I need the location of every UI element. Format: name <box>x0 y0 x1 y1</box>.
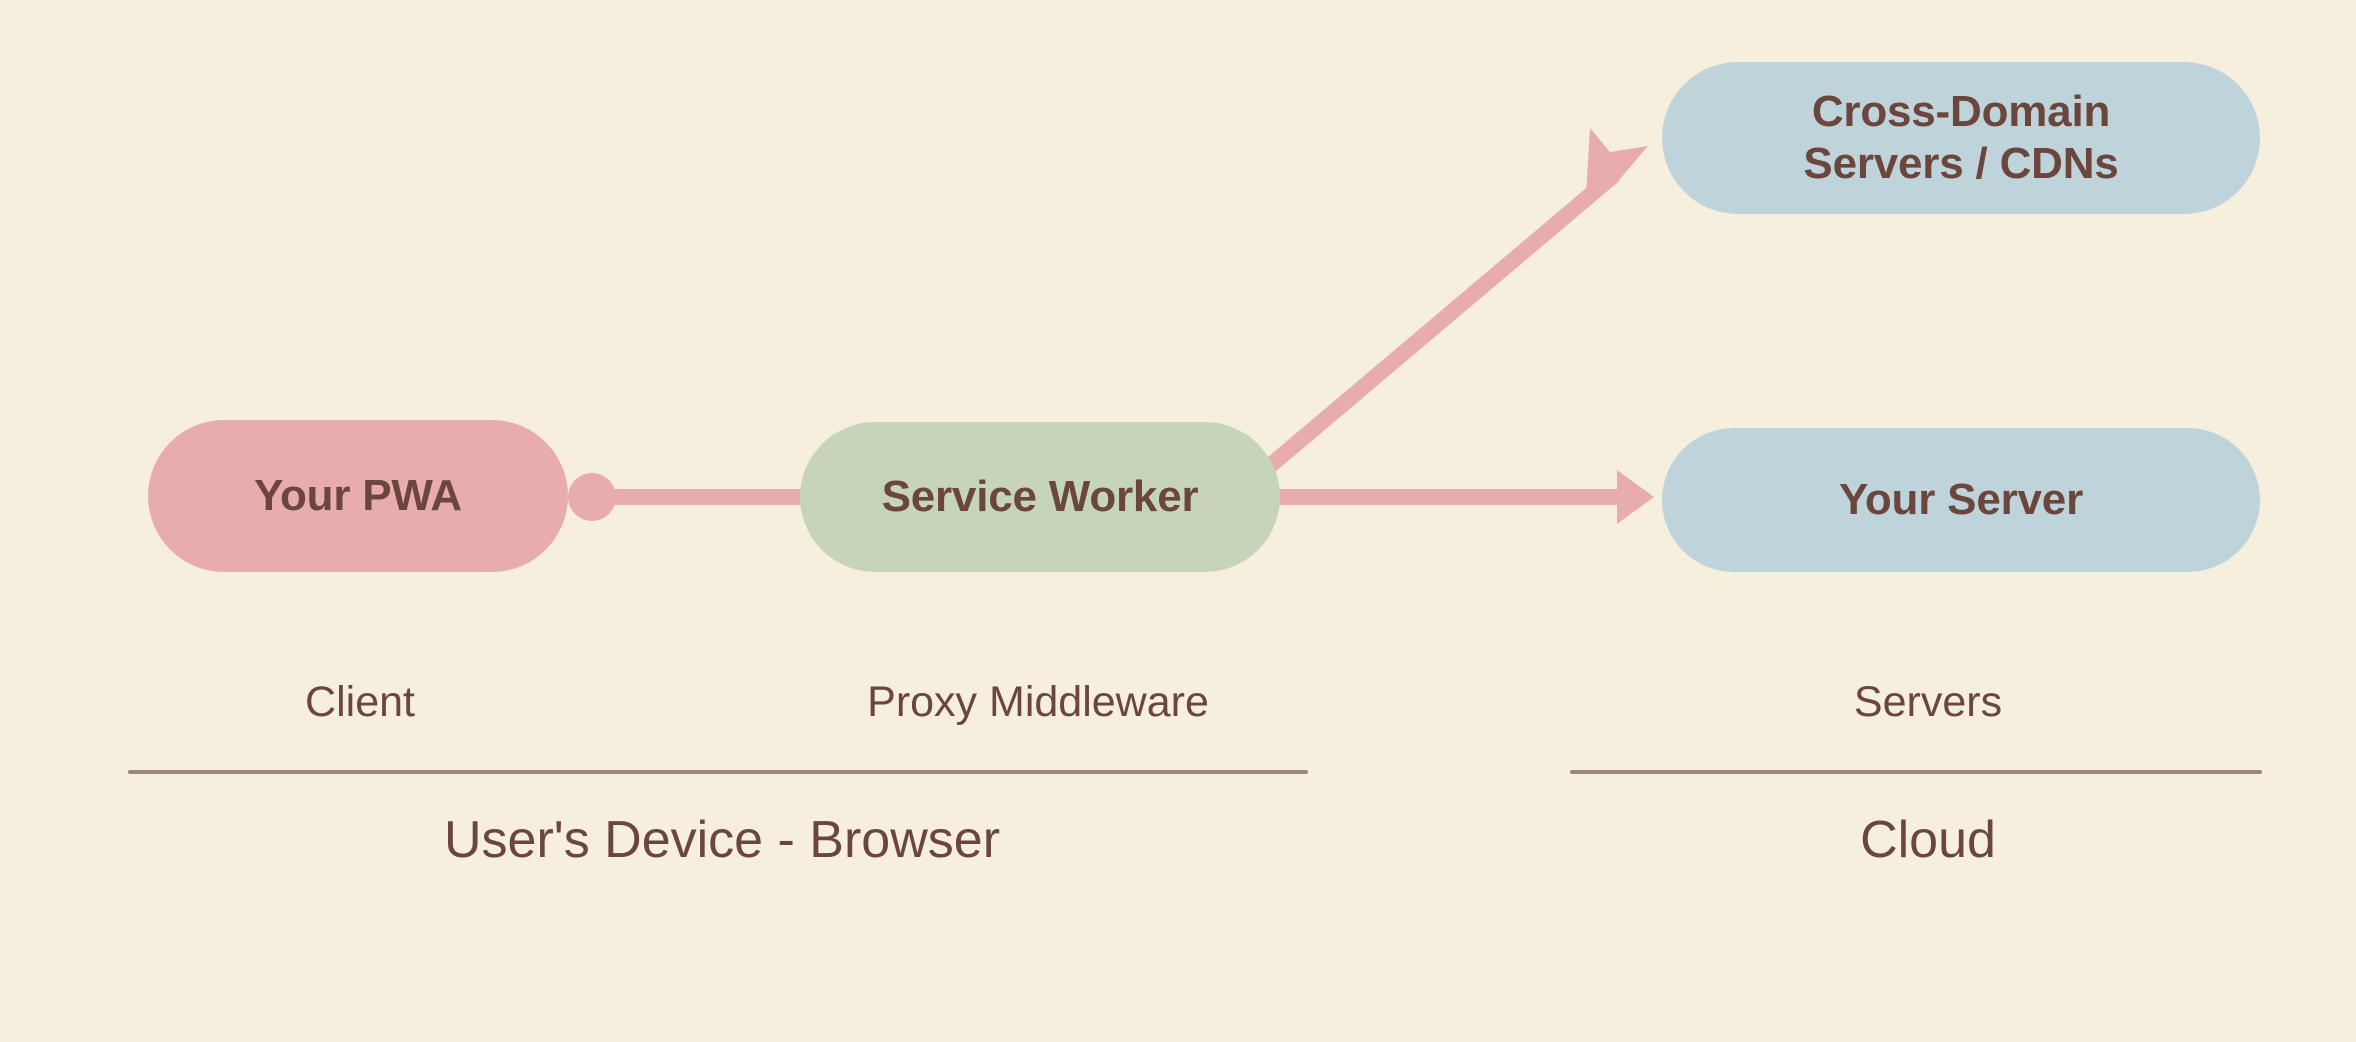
zone-title-cloud: Cloud <box>1860 811 1996 869</box>
edge-arrowhead-server <box>1617 470 1654 524</box>
node-your-pwa-label: Your PWA <box>254 471 462 521</box>
node-cross-domain-line2: Servers / CDNs <box>1803 139 2119 188</box>
zone-label-proxy-middleware: Proxy Middleware <box>867 678 1209 726</box>
zone-label-servers: Servers <box>1853 678 2003 726</box>
node-service-worker[interactable]: Service Worker <box>800 422 1280 572</box>
node-your-pwa[interactable]: Your PWA <box>148 420 568 572</box>
node-cross-domain-line1: Cross-Domain <box>1811 87 2111 137</box>
node-service-worker-label: Service Worker <box>881 472 1199 522</box>
edge-service-worker-to-your-server <box>1275 470 1654 524</box>
divider-cloud <box>1570 770 2262 774</box>
node-cross-domain-servers[interactable]: Cross-Domain Servers / CDNs <box>1662 62 2260 214</box>
edge-service-worker-to-cross-domain <box>1259 128 1648 477</box>
node-cross-domain-servers-label: Cross-Domain Servers / CDNs <box>1803 86 2118 190</box>
edge-arrowhead-cdn <box>1586 128 1648 195</box>
divider-browser <box>128 770 1308 774</box>
edge-line-sw-cdn <box>1259 168 1620 477</box>
edge-start-circle-marker <box>568 473 616 521</box>
zone-title-users-device-browser: User's Device - Browser <box>443 811 1001 869</box>
edge-pwa-to-service-worker <box>568 473 812 521</box>
node-your-server-label: Your Server <box>1839 475 2083 525</box>
node-your-server[interactable]: Your Server <box>1662 428 2260 572</box>
zone-label-client: Client <box>305 678 415 726</box>
